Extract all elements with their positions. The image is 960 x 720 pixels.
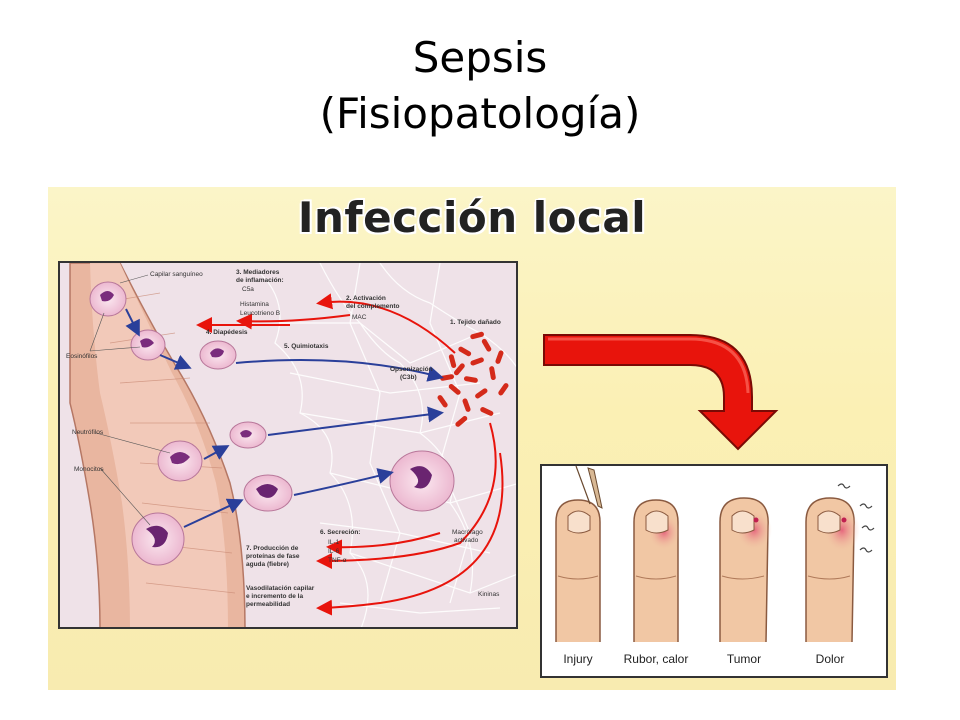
label-macrofago: Macrófago xyxy=(452,529,483,536)
label-c5a: C5a xyxy=(242,286,254,293)
label-eosinofilos: Eosinófilos xyxy=(66,353,98,360)
label-tejido: 1. Tejido dañado xyxy=(450,319,501,326)
slide-title: Sepsis (Fisiopatología) xyxy=(0,30,960,142)
label-il6: IL-6 xyxy=(328,548,340,555)
tissue-mesh xyxy=(259,263,516,627)
label-quimiotaxis: 5. Quimiotaxis xyxy=(284,343,329,350)
label-mediadores: 3. Mediadores xyxy=(236,269,280,276)
label-neutrofilos: Neutrófilos xyxy=(72,429,104,436)
label-leucotrieno: Leucotrieno B xyxy=(240,310,281,317)
label-histamina: Histamina xyxy=(240,301,269,308)
caption-tumor: Tumor xyxy=(726,652,762,666)
label-c3b: (C3b) xyxy=(400,374,417,381)
finger-illustrations xyxy=(555,466,875,643)
inflammation-diagram-art xyxy=(60,263,516,627)
finger-dolor xyxy=(805,483,875,643)
label-secrecion: 6. Secreción: xyxy=(320,529,361,536)
label-monocitos: Monocitos xyxy=(74,466,104,473)
figure-heading: Infección local xyxy=(297,193,647,242)
label-tnf: TNF-α xyxy=(328,557,347,564)
label-vasodilatacion-1: Vasodilatación capilar xyxy=(246,585,315,592)
caption-injury: Injury xyxy=(563,652,593,666)
label-produccion-2: proteínas de fase xyxy=(246,553,300,560)
slide-title-line-1: Sepsis xyxy=(412,33,548,82)
blue-arrows xyxy=(125,308,444,528)
finger-injury xyxy=(555,466,603,642)
caption-rubor-calor: Rubor, calor xyxy=(623,652,689,666)
pain-marks xyxy=(837,483,875,553)
label-activacion: 2. Activación xyxy=(346,295,386,302)
label-il1: IL-1 xyxy=(328,539,340,546)
caption-dolor: Dolor xyxy=(815,652,845,666)
label-macrofago-activado: activado xyxy=(454,537,479,544)
label-produccion-1: 7. Producción de xyxy=(246,545,299,552)
slide-title-line-2: (Fisiopatología) xyxy=(319,89,641,138)
label-diapedesis: 4. Diapédesis xyxy=(206,329,248,336)
label-opsonizacion: Opsonización xyxy=(390,366,433,373)
label-mac: MAC xyxy=(352,314,367,321)
inflammation-signs-panel: Injury Rubor, calor Tumor Dolor xyxy=(540,464,888,678)
big-bent-arrow xyxy=(543,334,779,451)
finger-rubor-calor xyxy=(633,499,680,642)
bacteria-cluster xyxy=(437,331,509,427)
inflammation-diagram: Capilar sanguíneo 3. Mediadores de infla… xyxy=(58,261,518,629)
label-produccion-3: aguda (fiebre) xyxy=(246,561,289,568)
label-capilar: Capilar sanguíneo xyxy=(150,271,203,278)
label-kininas: Kininas xyxy=(478,591,500,598)
red-arrows xyxy=(196,293,504,616)
label-vasodilatacion-2: e incremento de la xyxy=(246,593,304,600)
infection-figure: Infección local xyxy=(48,187,896,690)
label-activacion-sub: del complemento xyxy=(346,303,400,310)
finger-tumor xyxy=(719,497,772,643)
label-vasodilatacion-3: permeabilidad xyxy=(246,601,291,608)
leukocytes xyxy=(89,281,455,566)
label-mediadores-sub: de inflamación: xyxy=(236,277,284,284)
